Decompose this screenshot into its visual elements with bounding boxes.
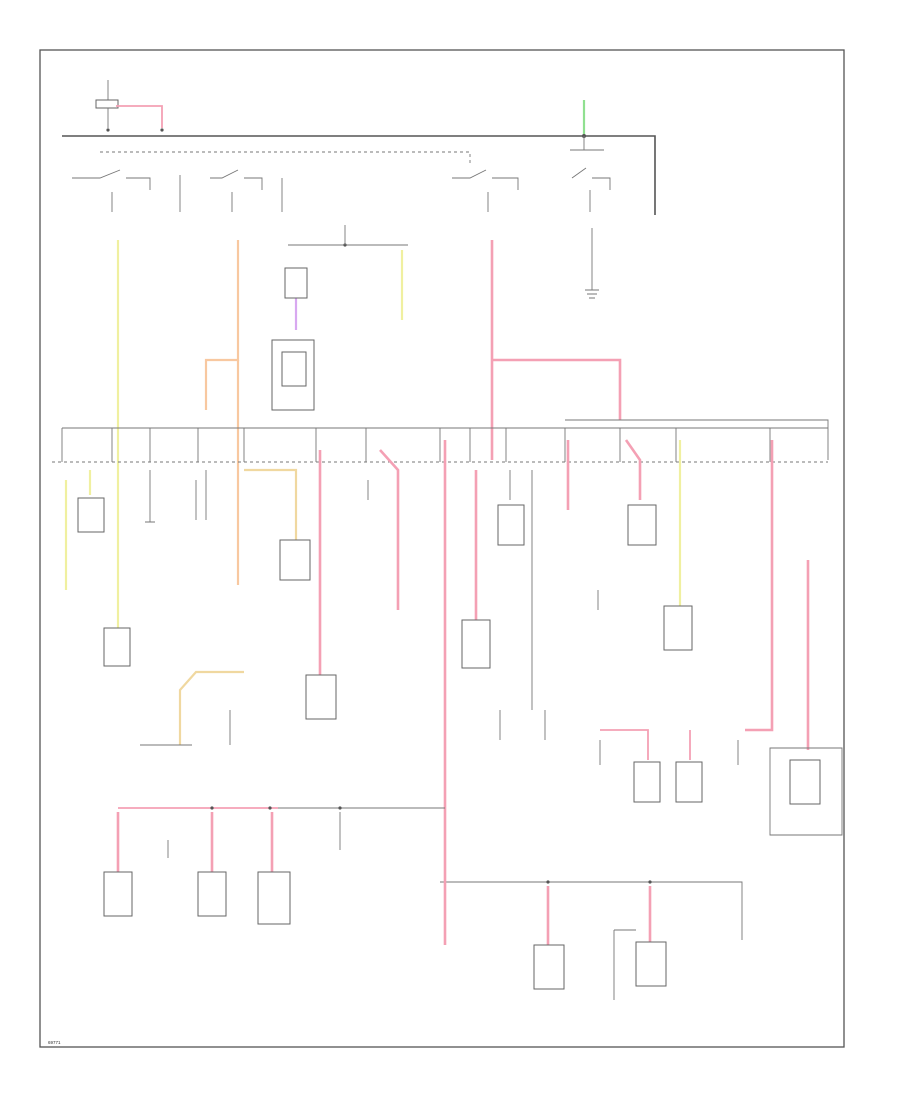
lower-left-bus [103, 806, 445, 925]
pink-riser-right [492, 358, 622, 420]
middle-branch-circuits [367, 440, 546, 810]
left-branch-circuits [64, 450, 337, 720]
ignition-switch-linkage [100, 151, 471, 165]
tan-branch-lower-left [178, 670, 244, 745]
main-fuse-block [52, 419, 829, 463]
ground-symbol-right [585, 228, 599, 299]
figure-number: 69771 [48, 1040, 61, 1045]
lower-center-bus [440, 810, 743, 1000]
diagram-frame [39, 49, 845, 1048]
lower-right-relays [599, 729, 739, 803]
battery-feed-section [62, 80, 656, 215]
right-branch-circuits [566, 439, 843, 836]
ignition-switch-contacts [72, 167, 611, 212]
ground-feed-top-right [570, 100, 604, 151]
fused-circuit-subblock [271, 225, 408, 411]
orange-feed-wire [204, 240, 240, 410]
